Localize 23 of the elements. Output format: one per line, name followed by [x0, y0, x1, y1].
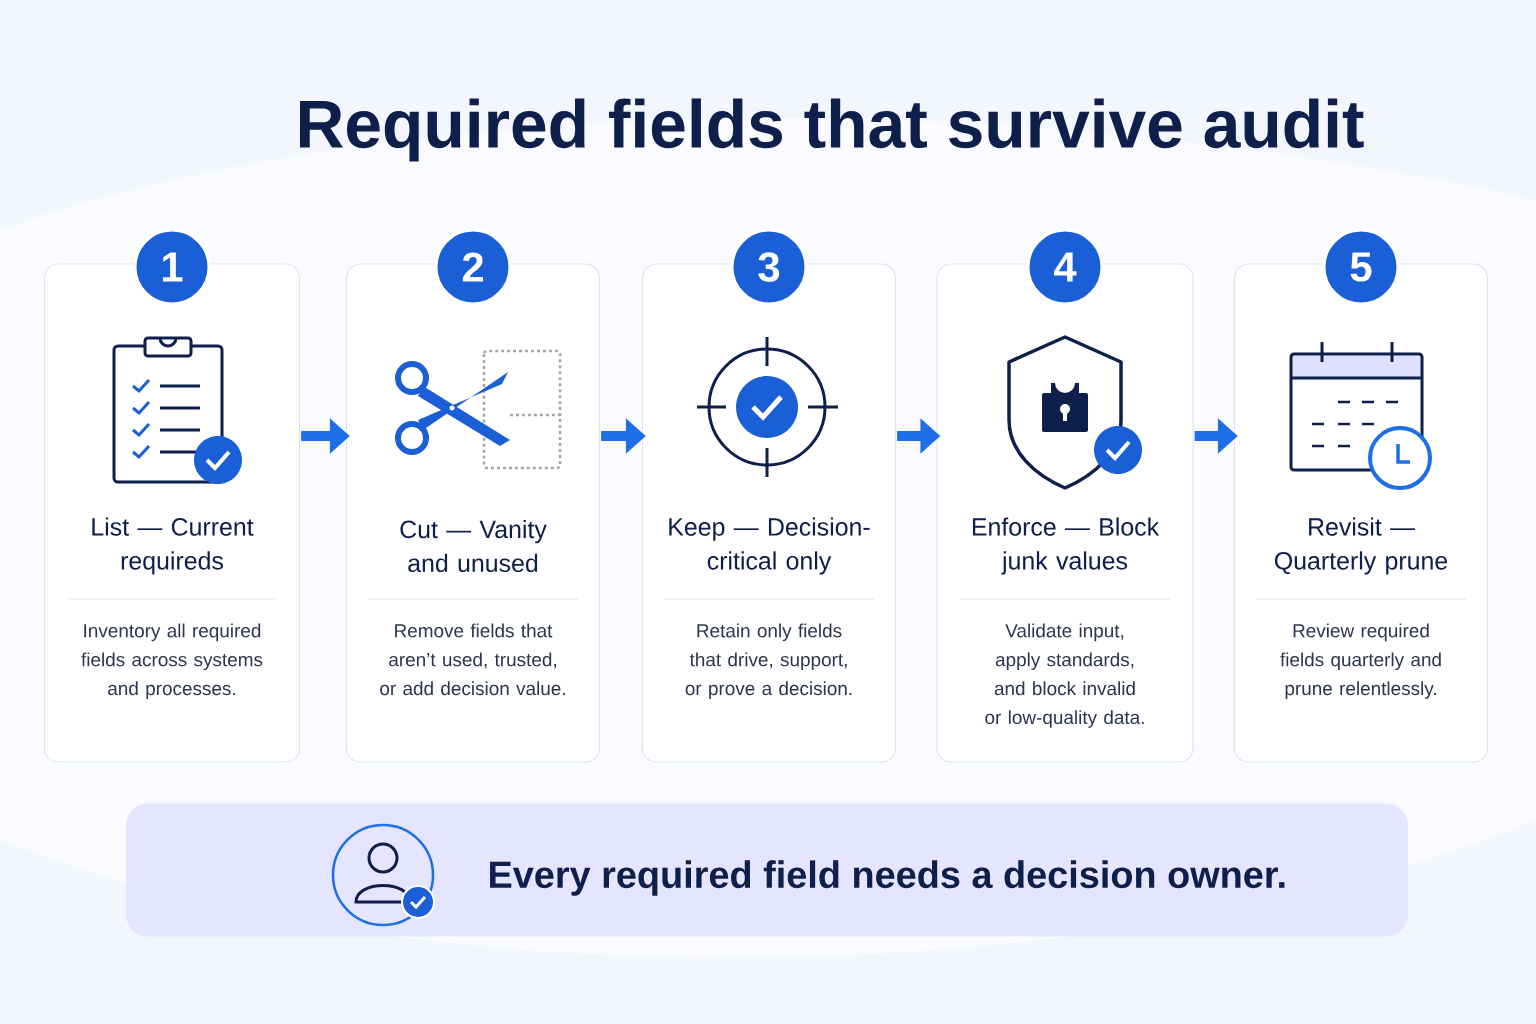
- step-heading: List — Current requireds: [92, 517, 254, 575]
- step-description: Review required fields quarterly and prune relentlessly.: [1280, 623, 1441, 699]
- callout-text: Every required field needs a decision owner.: [490, 860, 1285, 896]
- step-description: Retain only fields that drive, support, or prove a decision.: [685, 623, 852, 699]
- callout-banner: [126, 803, 1408, 937]
- number-badge: 1: [133, 228, 211, 306]
- step-description: Validate input, apply standards, and block invalid or low-quality data.: [985, 623, 1144, 728]
- step-card: [43, 228, 301, 763]
- number-badge: 3: [730, 228, 808, 306]
- step-heading: Enforce — Block junk values: [972, 517, 1160, 575]
- step-heading: Cut — Vanity and unused: [400, 519, 547, 573]
- step-description: Remove fields that aren’t used, trusted, or add decision value.: [380, 623, 565, 696]
- step-description: Inventory all required fields across systems and processes.: [81, 623, 263, 699]
- number-badge: 2: [434, 228, 512, 306]
- step-card: [345, 228, 601, 763]
- step-heading: Revisit — Quarterly prune: [1274, 517, 1448, 575]
- number-badge: 5: [1322, 228, 1400, 306]
- step-card: [1233, 228, 1489, 763]
- step-card: [936, 228, 1194, 763]
- step-heading: Keep — Decision-critical only: [669, 517, 870, 575]
- step-card: [641, 228, 897, 763]
- number-badge: 4: [1026, 228, 1104, 306]
- title: Required fields that survive audit: [299, 98, 1364, 162]
